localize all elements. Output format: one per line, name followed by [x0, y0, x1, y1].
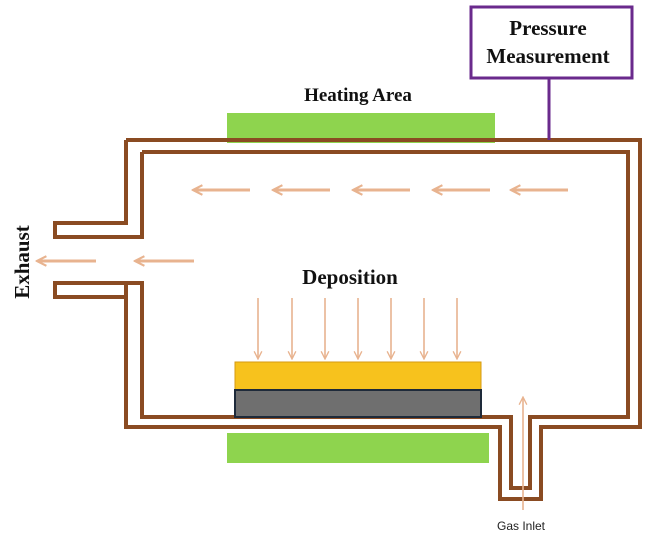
coating-layer [234, 361, 482, 391]
heating-area-label: Heating Area [304, 85, 412, 106]
exhaust-pipe [53, 140, 144, 239]
exhaust-pipe-bottom [55, 281, 144, 297]
substrate [234, 389, 482, 418]
pressure-label-line1: Pressure [509, 16, 586, 40]
bottom-heater [227, 433, 489, 463]
deposition-label: Deposition [302, 265, 398, 289]
chamber-outer-wall [53, 138, 642, 501]
pressure-measurement-box [469, 5, 634, 80]
exhaust-label: Exhaust [10, 225, 34, 299]
gas-inlet-label: Gas Inlet [497, 519, 546, 533]
deposition-arrows [258, 298, 457, 358]
pressure-label-line2: Measurement [486, 44, 609, 68]
